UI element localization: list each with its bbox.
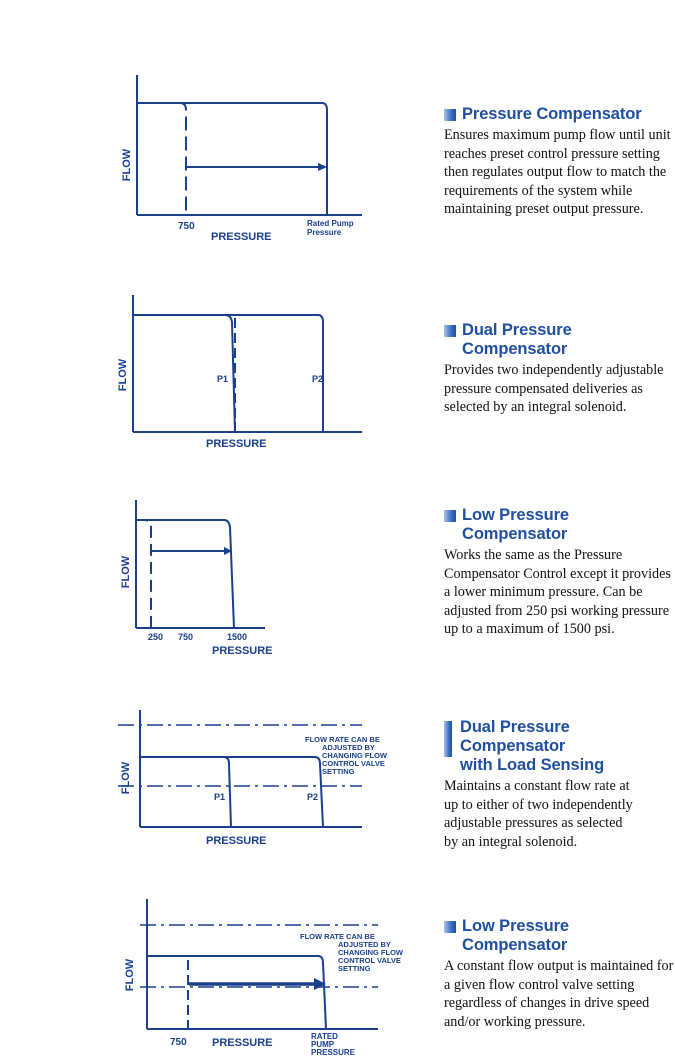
svg-text:ADJUSTED BY: ADJUSTED BY [338,940,391,949]
blue-square-bullet-icon [444,325,456,337]
label-p1: P1 [217,374,228,384]
heading-text: Dual Pressure Compensator [462,321,572,358]
low-pressure-compensator-diagram: FLOW 250 750 1500 PRESSURE [120,500,273,657]
y-axis-label: FLOW [124,958,136,991]
section-pressure-compensator: FLOW 750 PRESSURE Rated Pump Pressure Pr… [0,0,675,270]
dashed-cutoff [137,102,187,215]
heading-text: Low Pressure Compensator [462,506,570,543]
label-rated-pump: Rated Pump [307,219,354,228]
section-body: Provides two independently adjustable pr… [444,362,664,415]
svg-text:SETTING: SETTING [338,964,371,973]
y-axis-label: FLOW [120,555,132,588]
y-axis-label: FLOW [121,148,133,181]
dual-pressure-load-sensing-diagram: FLOW P1 P2 PRESSURE FLOW RATE CAN BE ADJ… [118,710,388,847]
section-dual-pressure-load-sensing: FLOW P1 P2 PRESSURE FLOW RATE CAN BE ADJ… [0,700,675,895]
section-body: Ensures maximum pump flow until unit rea… [444,127,671,217]
y-axis-label: FLOW [120,761,132,794]
flow-curve-p2 [140,756,324,828]
section-low-pressure-compensator: FLOW 250 750 1500 PRESSURE Low Pressure … [0,490,675,700]
x-axis-label: PRESSURE [206,835,267,847]
section-body: Maintains a constant flow rate at up to … [444,778,633,850]
x-axis-label: PRESSURE [212,645,273,657]
section-heading: Pressure Compensator [444,105,675,124]
flow-curve [136,519,235,629]
svg-text:ADJUSTED BY: ADJUSTED BY [322,743,375,752]
label-rated: RATED [311,1032,338,1041]
flow-arrowhead [314,978,326,990]
label-1500: 1500 [227,632,247,642]
x-axis-label: PRESSURE [211,231,272,243]
svg-text:CHANGING FLOW: CHANGING FLOW [322,751,388,760]
label-750: 750 [178,632,193,642]
label-p1: P1 [214,792,225,802]
section-low-pressure-compensator-flow: FLOW 750 PRESSURE RATED PUMP PRESSURE FL… [0,895,675,1059]
svg-text:SETTING: SETTING [322,767,355,776]
flow-curve [137,102,328,215]
heading-text: Low Pressure Compensator [462,917,570,954]
blue-square-bullet-icon [444,510,456,522]
svg-text:FLOW RATE CAN BE: FLOW RATE CAN BE [305,735,380,744]
y-axis-label: FLOW [117,358,129,391]
blue-square-bullet-icon [444,721,452,757]
label-250: 250 [148,632,163,642]
label-750: 750 [170,1037,187,1048]
section-body: Works the same as the Pressure Compensat… [444,547,671,637]
x-axis-label: PRESSURE [212,1037,273,1049]
blue-square-bullet-icon [444,109,456,121]
range-arrowhead [318,163,327,171]
label-750: 750 [178,221,195,232]
heading-text: Pressure Compensator [462,105,642,123]
flow-curve-p1 [133,314,236,433]
dual-pressure-compensator-diagram: FLOW P1 P2 PRESSURE [117,295,362,450]
svg-text:FLOW RATE CAN BE: FLOW RATE CAN BE [300,932,375,941]
section-heading: Dual Pressure Compensator [444,321,675,359]
label-p2: P2 [312,374,323,384]
flow-curve-p2 [133,314,324,432]
label-pump: PUMP [311,1040,335,1049]
section-heading: Dual Pressure Compensator with Load Sens… [444,718,675,775]
range-arrowhead [224,547,232,555]
svg-text:CHANGING FLOW: CHANGING FLOW [338,948,404,957]
pressure-compensator-diagram: FLOW 750 PRESSURE Rated Pump Pressure [121,75,362,243]
dashed-cutoff [136,519,152,628]
flow-curve [147,955,327,1030]
label-pressure: PRESSURE [311,1048,356,1057]
low-pressure-compensator-flow-diagram: FLOW 750 PRESSURE RATED PUMP PRESSURE FL… [124,899,404,1057]
label-p2: P2 [307,792,318,802]
flow-curve-p1 [140,756,232,828]
svg-text:CONTROL VALVE: CONTROL VALVE [322,759,385,768]
flow-rate-note: FLOW RATE CAN BE ADJUSTED BY CHANGING FL… [305,735,388,776]
heading-text: Dual Pressure Compensator with Load Sens… [460,718,605,774]
svg-text:CONTROL VALVE: CONTROL VALVE [338,956,401,965]
blue-square-bullet-icon [444,921,456,933]
x-axis-label: PRESSURE [206,438,267,450]
section-heading: Low Pressure Compensator [444,917,675,955]
section-dual-pressure-compensator: FLOW P1 P2 PRESSURE Dual Pressure Compen… [0,270,675,490]
section-heading: Low Pressure Compensator [444,506,675,544]
label-pressure: Pressure [307,228,342,237]
flow-rate-note: FLOW RATE CAN BE ADJUSTED BY CHANGING FL… [300,932,404,973]
section-body: A constant flow output is maintained for… [444,958,674,1030]
